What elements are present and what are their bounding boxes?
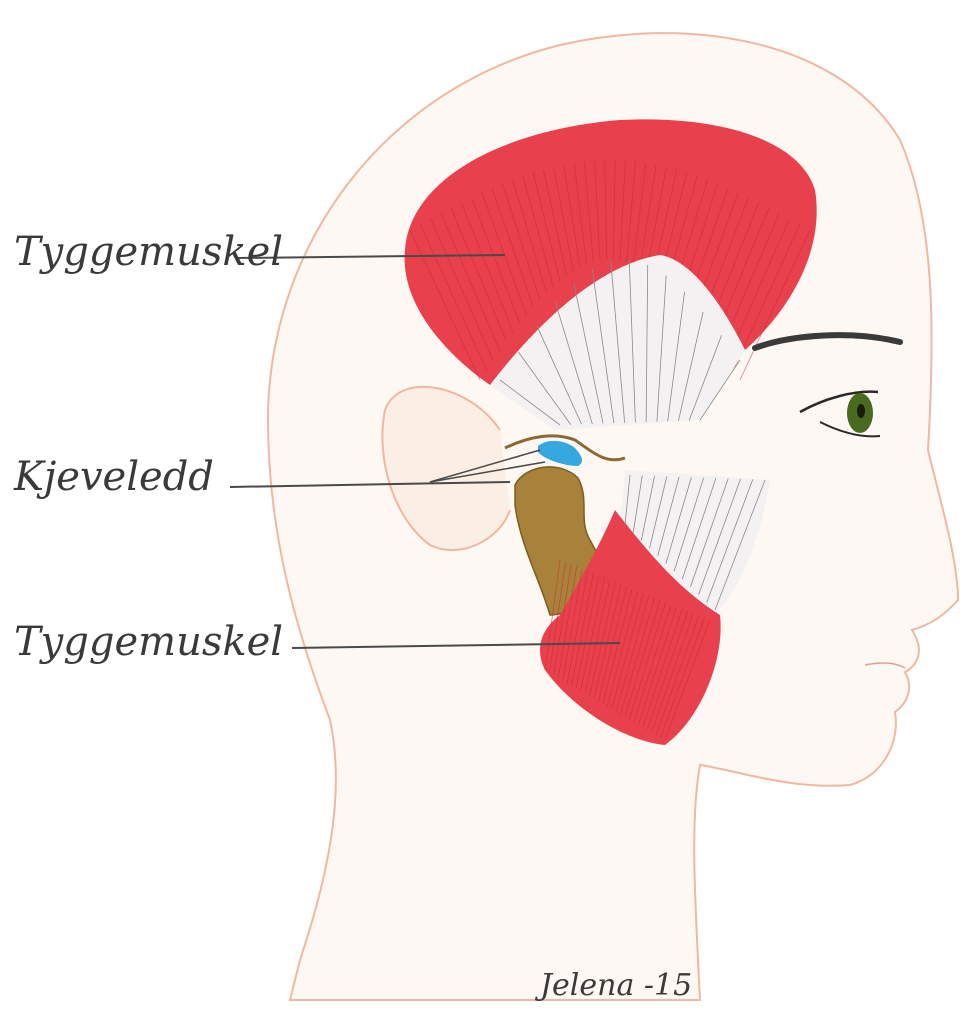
label-jaw-joint: Kjeveledd bbox=[13, 454, 214, 500]
label-lower-muscle: Tyggemuskel bbox=[14, 619, 283, 665]
artist-signature: Jelena -15 bbox=[534, 968, 692, 1003]
label-upper-muscle: Tyggemuskel bbox=[14, 229, 283, 275]
pupil bbox=[857, 404, 865, 418]
